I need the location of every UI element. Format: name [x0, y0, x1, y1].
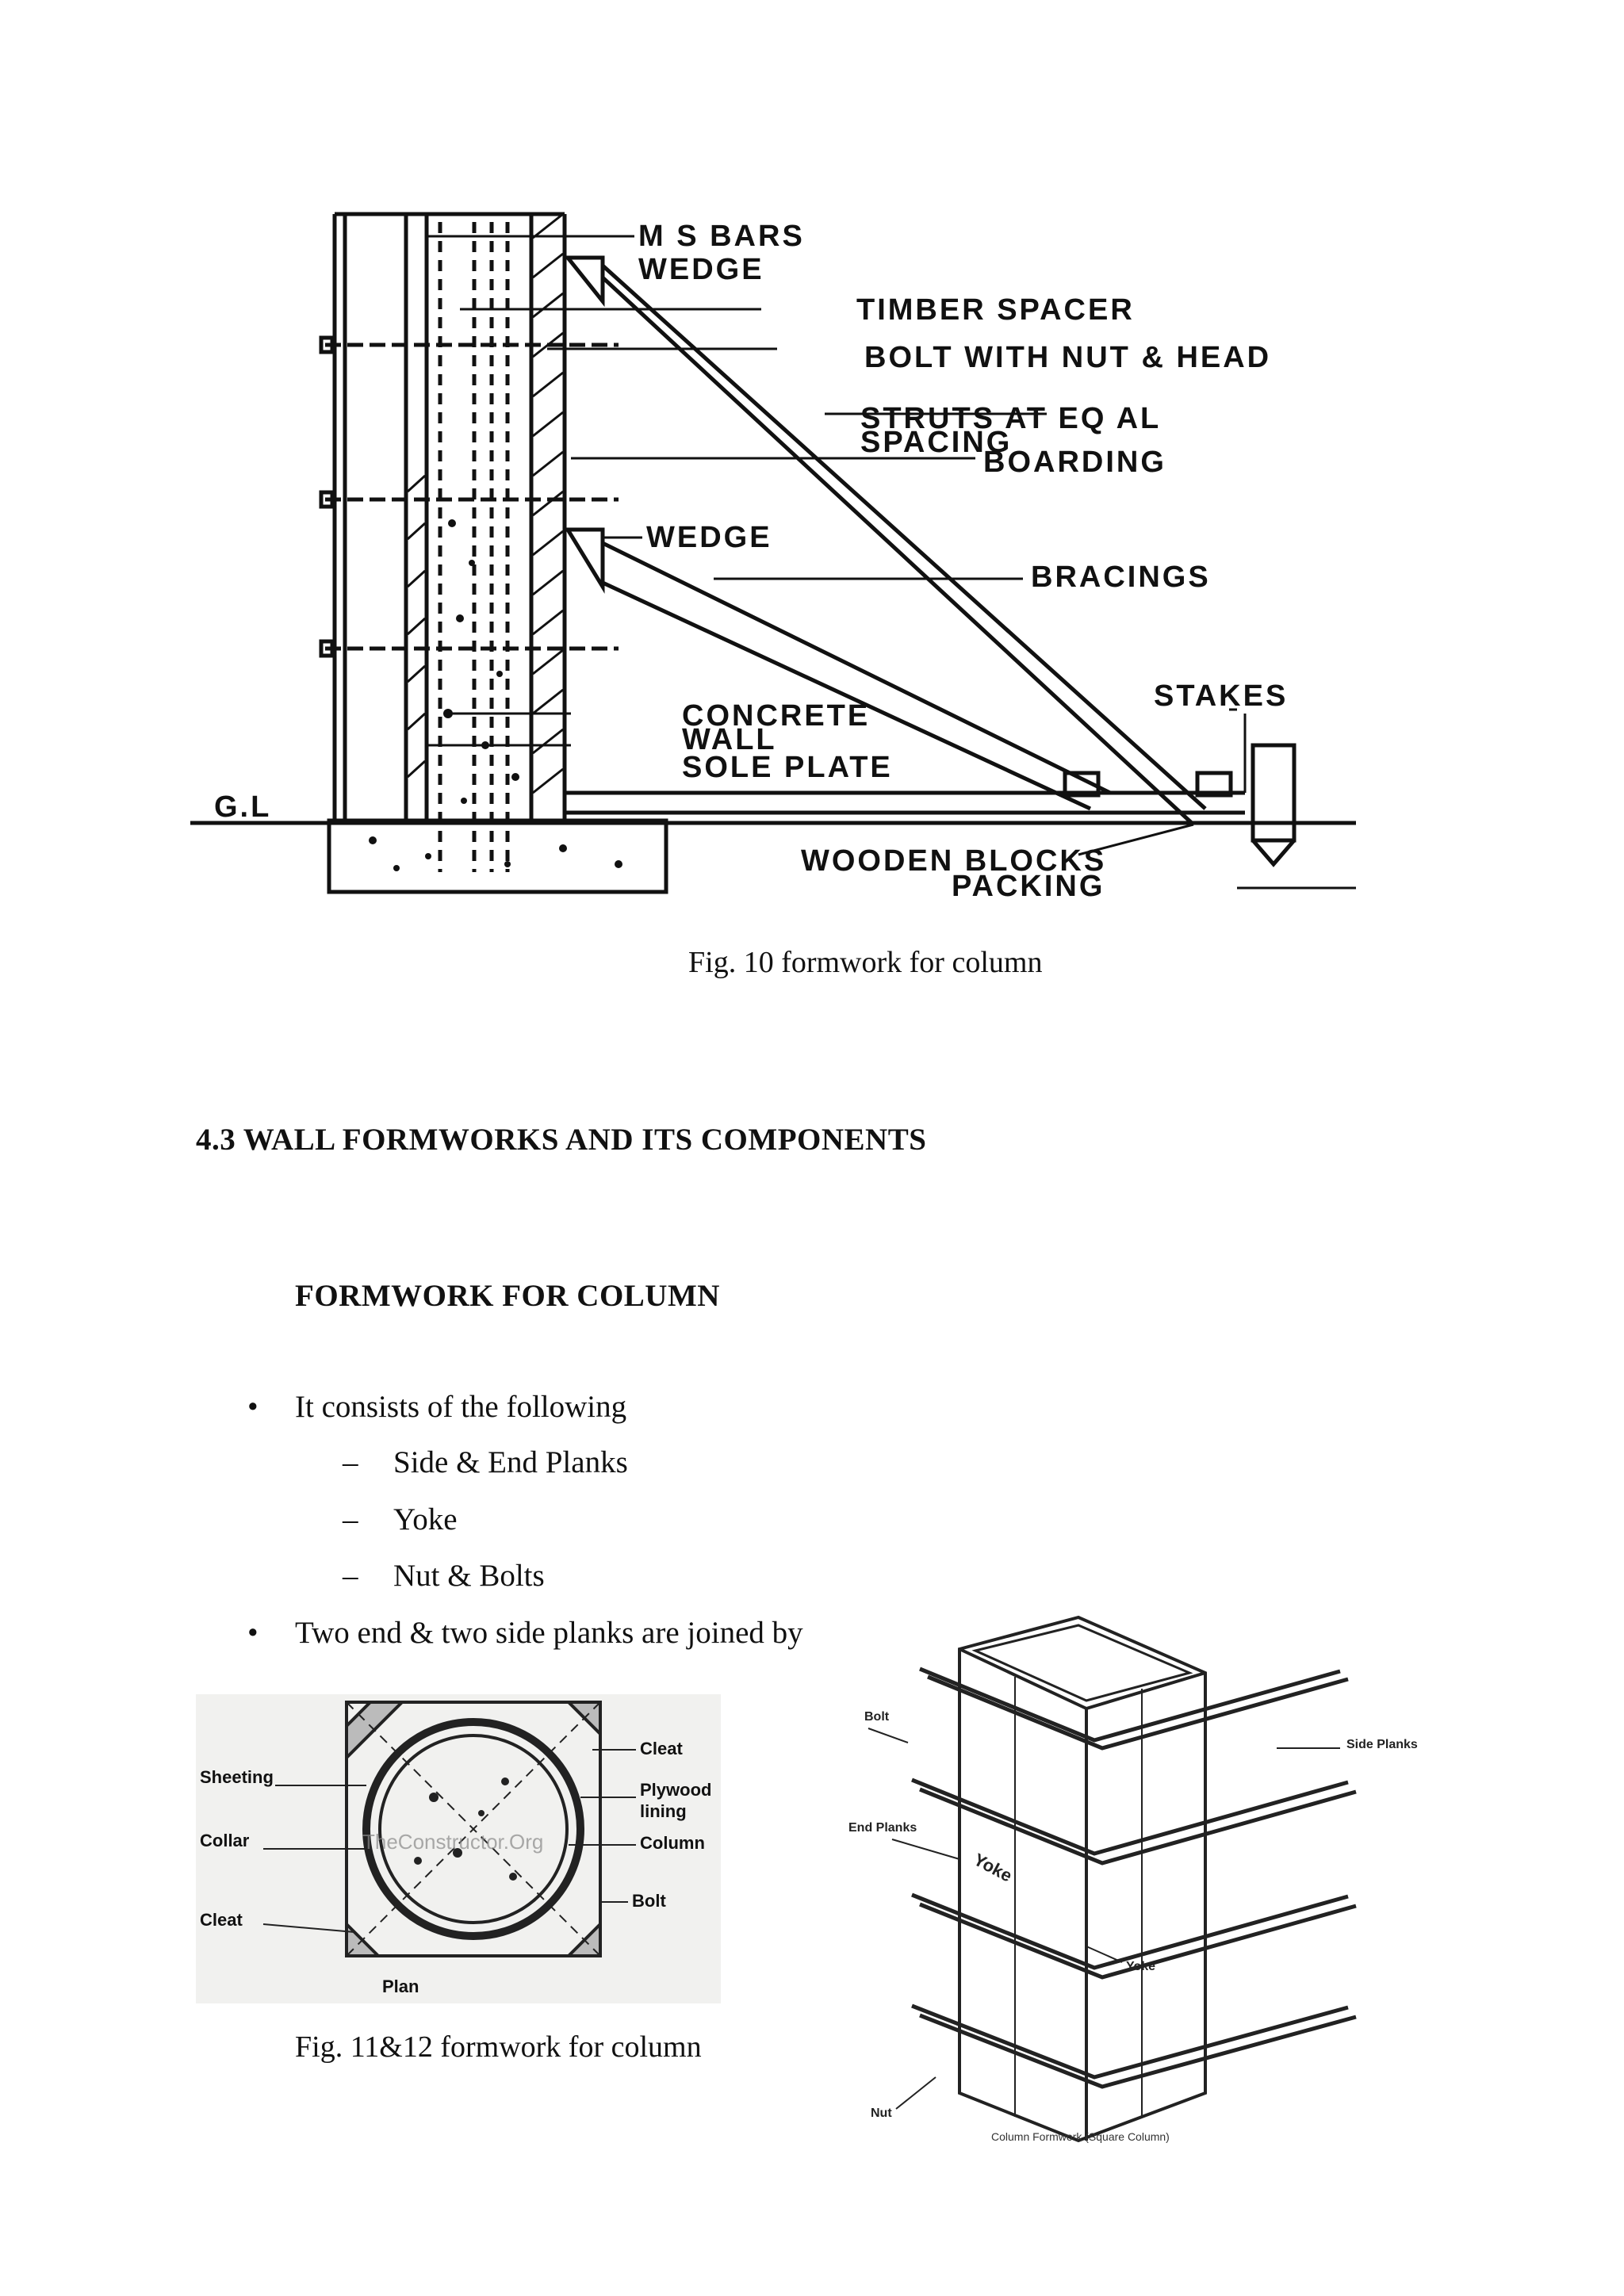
- bullet-text-1: It consists of the following: [295, 1390, 627, 1424]
- label-timber-spacer: TIMBER SPACER: [856, 293, 1135, 327]
- label-spacing: SPACING: [860, 426, 1012, 459]
- fig12-label-end-planks: End Planks: [848, 1821, 917, 1835]
- dash-marker-2: –: [343, 1502, 358, 1536]
- plan-frame: [345, 1701, 602, 1957]
- label-wedge-mid: WEDGE: [646, 521, 772, 554]
- wedge-mid: [564, 527, 605, 594]
- section-heading: 4.3 WALL FORMWORKS AND ITS COMPONENTS: [196, 1123, 927, 1157]
- fig12-label-side-planks: Side Planks: [1346, 1738, 1418, 1751]
- wooden-block-2: [1195, 771, 1233, 798]
- boarding-hatch: [406, 212, 564, 794]
- concrete-dots: [369, 519, 622, 871]
- fig11-label-plywood: Plywood: [640, 1780, 711, 1800]
- wedge-top: [563, 255, 605, 308]
- fig11-image: TheConstructor.Org Sheeting Collar Cleat…: [196, 1694, 721, 2003]
- fig11-label-lining: lining: [640, 1801, 687, 1821]
- label-wedge-top: WEDGE: [638, 253, 764, 286]
- fig12-label-yoke-main: Yoke: [971, 1850, 1016, 1886]
- label-packing: PACKING: [952, 870, 1105, 903]
- label-stakes: STAKES: [1154, 679, 1288, 713]
- wall-footing: [327, 818, 668, 894]
- stake: [1251, 743, 1297, 843]
- fig11-label-collar: Collar: [200, 1831, 250, 1850]
- sub-item-nut-bolts: Nut & Bolts: [393, 1559, 545, 1593]
- dash-marker-1: –: [343, 1445, 358, 1479]
- label-bracings: BRACINGS: [1031, 561, 1211, 594]
- label-struts: STRUTS AT EQ AL: [860, 402, 1161, 435]
- fig12-label-yoke: Yoke: [1126, 1960, 1155, 1973]
- fig11-12-caption: Fig. 11&12 formwork for column: [295, 2030, 702, 2064]
- label-wooden-blocks: WOODEN BLOCKS: [801, 844, 1106, 878]
- plywood-lining: [378, 1734, 569, 1924]
- fig12-label-nut: Nut: [871, 2107, 892, 2120]
- fig11-label-plan: Plan: [382, 1976, 419, 1996]
- fig11-label-cleat-right: Cleat: [640, 1739, 683, 1758]
- fig11-watermark: TheConstructor.Org: [362, 1830, 543, 1854]
- strut-long: [601, 264, 1207, 810]
- label-concrete: CONCRETE: [682, 699, 870, 733]
- sub-item-yoke: Yoke: [393, 1502, 458, 1536]
- dash-marker-3: –: [343, 1559, 358, 1593]
- sub-item-side-end-planks: Side & End Planks: [393, 1445, 628, 1479]
- fig11-label-bolt: Bolt: [632, 1891, 666, 1911]
- fig10-caption: Fig. 10 formwork for column: [688, 946, 1043, 979]
- bullet-marker-1: •: [247, 1390, 259, 1424]
- label-gl: G.L: [214, 790, 271, 824]
- fig12-drawing: Bolt End Planks Yoke Side Planks Yoke Nu…: [848, 1615, 1418, 2143]
- bullet-marker-2: •: [247, 1616, 259, 1650]
- fig10-drawing: M S BARS WEDGE TIMBER SPACER BOLT WITH N…: [190, 212, 1356, 903]
- wooden-block-1: [1063, 771, 1101, 798]
- collar-ring: [362, 1718, 584, 1940]
- label-boarding: BOARDING: [983, 446, 1166, 479]
- label-sole-plate: SOLE PLATE: [682, 751, 893, 784]
- label-bolt-nut-head: BOLT WITH NUT & HEAD: [864, 341, 1271, 374]
- fig11-label-cleat-left: Cleat: [200, 1910, 243, 1930]
- column-box: [958, 1615, 1207, 2143]
- bullet-text-2: Two end & two side planks are joined by: [295, 1616, 803, 1650]
- subheading: FORMWORK FOR COLUMN: [295, 1279, 720, 1313]
- fig12-caption: Column Formwork (Square Column): [991, 2130, 1170, 2143]
- fig11-label-column: Column: [640, 1833, 705, 1853]
- fig12-label-bolt: Bolt: [864, 1710, 890, 1724]
- label-ms-bars: M S BARS: [638, 220, 805, 253]
- bracing: [601, 541, 1112, 795]
- label-wall: WALL: [682, 723, 777, 756]
- fig11-label-sheeting: Sheeting: [200, 1767, 274, 1787]
